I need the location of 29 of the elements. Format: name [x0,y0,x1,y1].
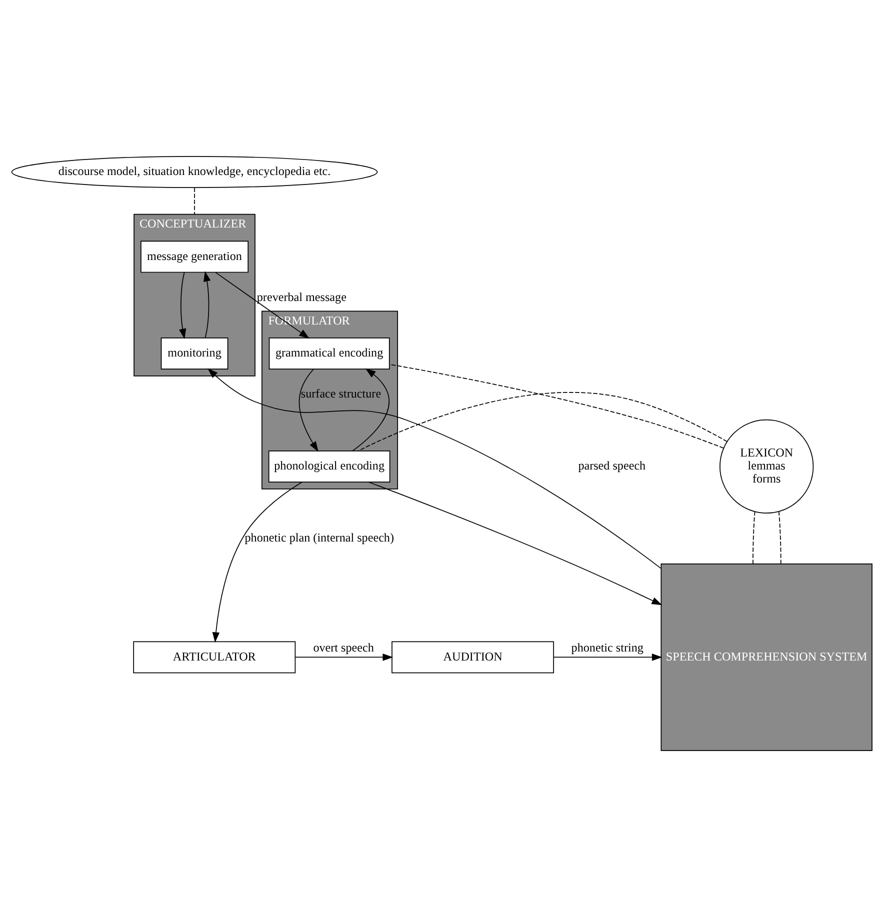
connector [358,392,728,452]
edge-label: surface structure [300,386,382,401]
node-box: grammatical encoding [268,338,390,370]
connector [752,510,756,564]
connector [389,364,724,449]
arrow [208,368,662,569]
node-box: monitoring [160,338,228,370]
node-box: message generation [140,240,249,273]
connector [194,187,195,215]
edge-label: phonetic plan (internal speech) [244,530,394,545]
arrow [204,271,211,338]
edge-label: phonetic string [571,640,644,654]
node-circle: LEXICON lemmas forms [720,419,814,514]
arrow [298,368,318,452]
edge-label: parsed speech [578,458,646,473]
arrow [295,654,394,661]
node-box: AUDITION [392,641,554,674]
arrow [179,272,186,340]
node-box: SPEECH COMPREHENSION SYSTEM [660,563,872,751]
edge-label: overt speech [313,640,374,654]
edge-label: preverbal message [256,290,346,304]
node-box: phonological encoding [268,450,390,482]
arrow [352,368,390,452]
node-ellipse: discourse model, situation knowledge, encyclopedia etc. [11,156,378,188]
arrow [212,482,302,643]
arrow [553,654,662,661]
node-box: ARTICULATOR [133,641,296,674]
arrow [368,482,662,606]
connector [778,510,782,564]
